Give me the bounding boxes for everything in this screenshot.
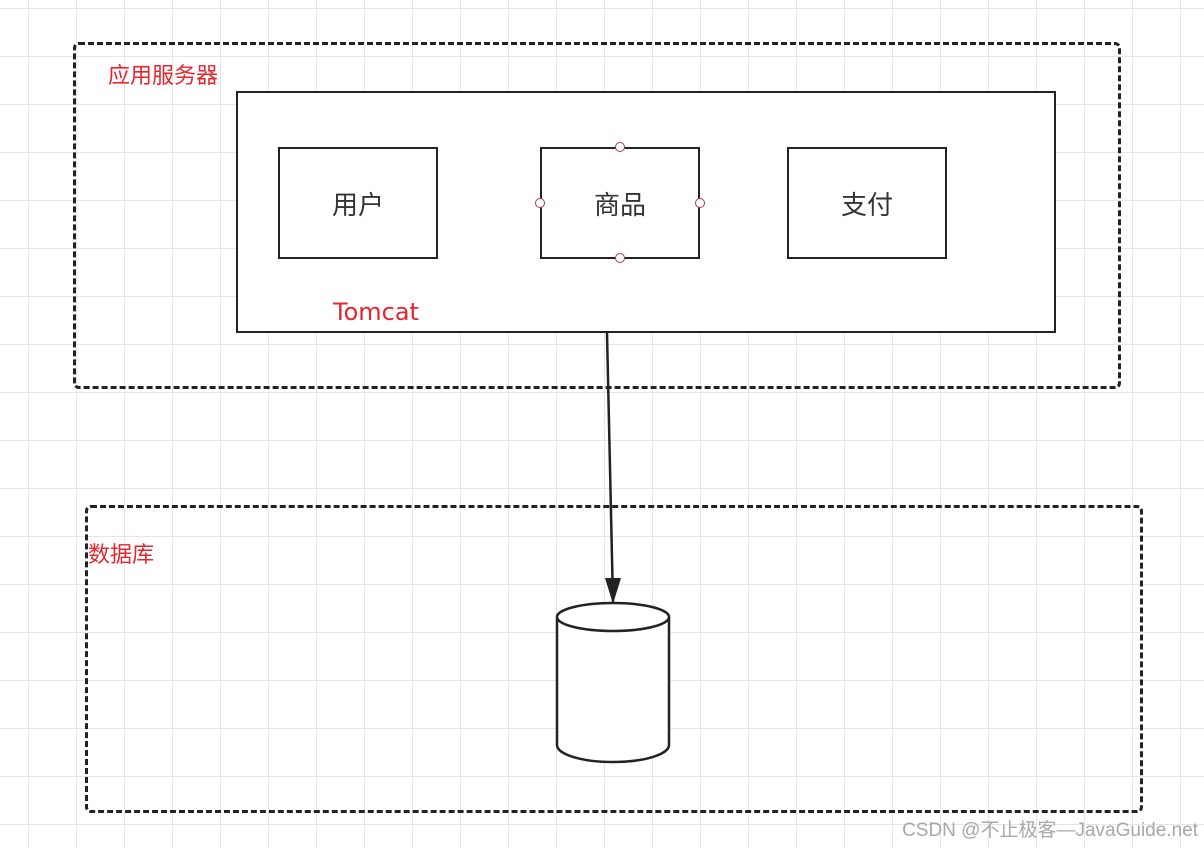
database-label: 数据库	[88, 543, 155, 568]
service-product-box[interactable]: 商品	[540, 147, 700, 259]
app-server-label: 应用服务器	[108, 64, 219, 89]
resize-handle-left[interactable]	[535, 198, 545, 208]
tomcat-label: Tomcat	[333, 298, 419, 326]
app-server-group[interactable]	[73, 42, 1121, 389]
service-payment-label: 支付	[840, 190, 893, 221]
watermark-text: CSDN @不止极客—JavaGuide.net	[902, 820, 1198, 841]
service-user-label: 用户	[331, 190, 384, 221]
resize-handle-bottom[interactable]	[615, 253, 625, 263]
resize-handle-top[interactable]	[615, 142, 625, 152]
resize-handle-right[interactable]	[695, 198, 705, 208]
service-product-label: 商品	[593, 190, 646, 221]
service-user-box[interactable]: 用户	[278, 147, 438, 259]
database-group[interactable]	[85, 505, 1143, 813]
service-payment-box[interactable]: 支付	[787, 147, 947, 259]
